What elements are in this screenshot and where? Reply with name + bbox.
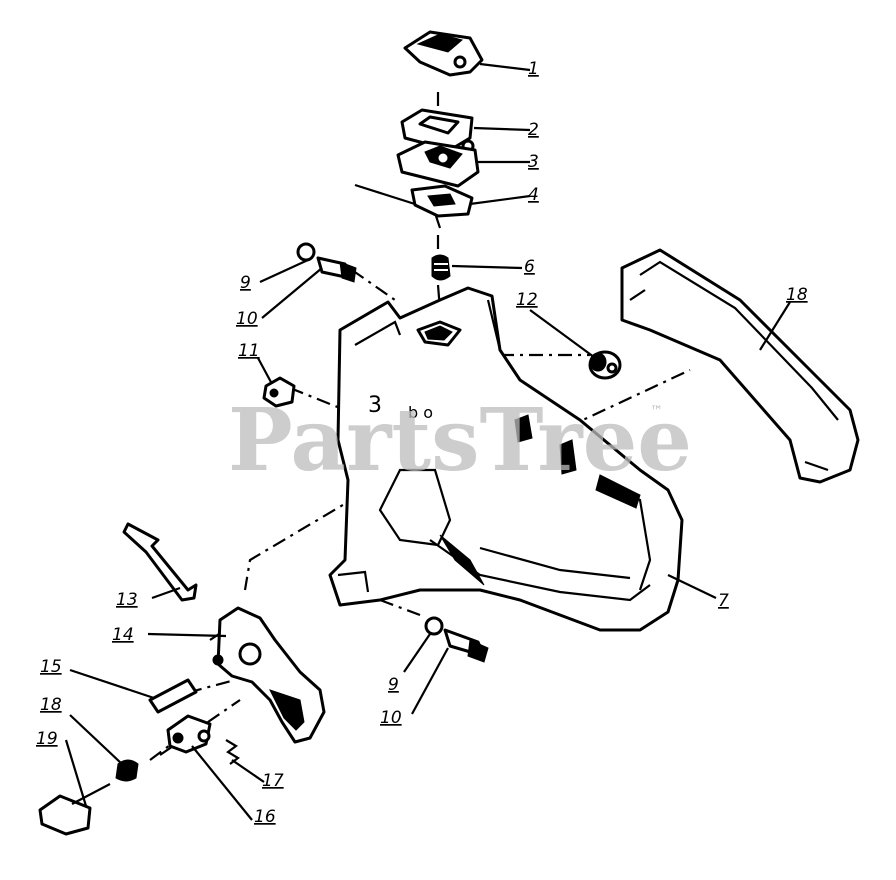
- callout-18-lower: 18: [40, 695, 62, 715]
- part-18-lower-spring: [115, 759, 139, 782]
- callout-16: 16: [254, 807, 276, 827]
- callout-3: 3: [528, 152, 539, 172]
- part-15-pin: [148, 678, 198, 714]
- part-12-mount: [588, 350, 622, 380]
- part-14-trigger: [212, 606, 326, 744]
- leader-lines: [64, 62, 791, 821]
- callout-14: 14: [112, 625, 134, 645]
- callout-19: 19: [36, 729, 58, 749]
- part-13-throttle-rod: [122, 522, 198, 602]
- watermark-trademark: ™: [650, 404, 663, 419]
- callout-1: 1: [528, 59, 539, 79]
- part-7-handle-housing: 3 b o: [328, 286, 684, 632]
- part-4-link-rod: [354, 183, 474, 229]
- part-11-grommet: [262, 376, 296, 408]
- part-9-10-screw-lower: [424, 616, 489, 663]
- part-17-spring: [225, 739, 240, 765]
- callout-10-lower: 10: [380, 708, 402, 728]
- callout-9-upper: 9: [240, 273, 251, 293]
- callout-17: 17: [262, 771, 284, 791]
- callout-10-upper: 10: [236, 309, 258, 329]
- part-18-handle-grip: [620, 248, 860, 484]
- callout-9-lower: 9: [388, 675, 399, 695]
- svg-text:3: 3: [368, 393, 382, 418]
- watermark-text: PartsTree: [228, 390, 692, 491]
- part-19-switch: [38, 783, 111, 836]
- callout-11: 11: [238, 341, 260, 361]
- callout-12: 12: [516, 290, 538, 310]
- svg-text:b o: b o: [408, 403, 433, 422]
- callout-7: 7: [718, 591, 729, 611]
- part-1-cover: [403, 30, 484, 77]
- callout-6: 6: [524, 257, 535, 277]
- callout-4: 4: [528, 185, 539, 205]
- part-6-spring: [431, 254, 451, 281]
- callout-2: 2: [528, 120, 539, 140]
- part-2-gasket: [400, 108, 475, 153]
- part-3-plate: [396, 140, 480, 188]
- callout-13: 13: [116, 590, 138, 610]
- part-16-lockout: [166, 714, 212, 754]
- callout-15: 15: [40, 657, 62, 677]
- callout-18-handle: 18: [786, 285, 808, 305]
- part-9-10-screw-upper: [296, 242, 357, 283]
